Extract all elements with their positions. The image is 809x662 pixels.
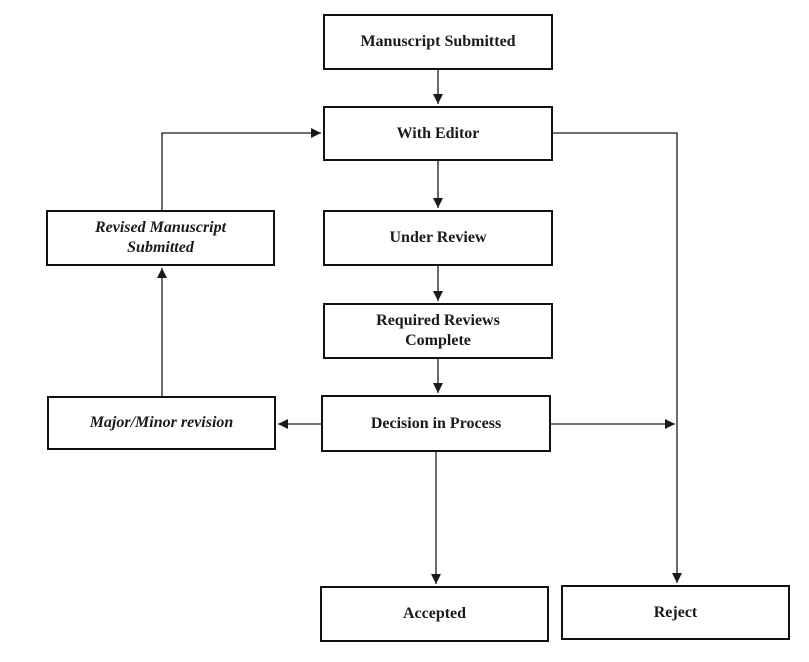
node-under-review-label: Under Review (389, 229, 487, 246)
node-accepted-label: Accepted (402, 605, 467, 622)
node-with-editor-label: With Editor (396, 124, 480, 142)
node-reject: Reject (561, 585, 790, 640)
node-revised-manuscript-submitted: Revised Manuscript Submitted (46, 210, 275, 266)
node-accepted: Accepted (320, 586, 549, 642)
edge-editor-to-reject (553, 132, 682, 583)
node-required-reviews-complete: Required Reviews Complete (323, 303, 553, 359)
node-major-minor-revision-label: Major/Minor revision (89, 414, 234, 431)
node-major-minor-revision: Major/Minor revision (47, 396, 276, 450)
node-required-reviews-complete-label: Required Reviews Complete (376, 312, 500, 349)
edge-revised-to-editor (161, 128, 321, 210)
node-with-editor: With Editor (323, 106, 553, 161)
node-manuscript-submitted-label: Manuscript Submitted (360, 33, 516, 50)
node-revised-manuscript-submitted-label: Revised Manuscript Submitted (94, 219, 227, 256)
node-decision-in-process-label: Decision in Process (370, 414, 502, 432)
node-under-review: Under Review (323, 210, 553, 266)
node-decision-in-process: Decision in Process (321, 395, 551, 452)
node-manuscript-submitted: Manuscript Submitted (323, 14, 553, 70)
node-reject-label: Reject (653, 603, 698, 621)
